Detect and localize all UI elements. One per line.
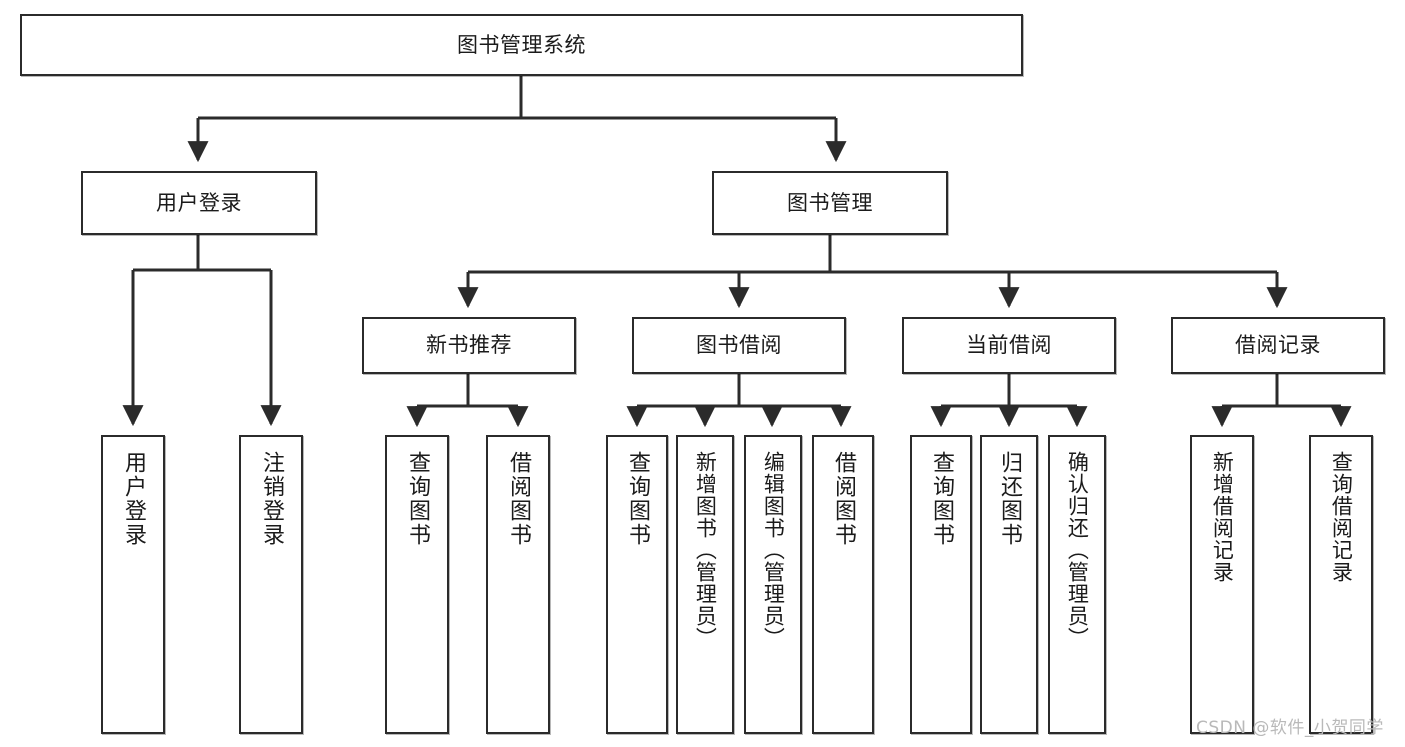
leaf-borrow-book-new-label: 借阅图书 xyxy=(505,451,531,547)
node-book-management-label: 图书管理 xyxy=(787,190,873,215)
node-book-borrow[interactable]: 图书借阅 xyxy=(632,317,846,374)
node-new-book-recommend[interactable]: 新书推荐 xyxy=(362,317,576,374)
node-user-login[interactable]: 用户登录 xyxy=(81,171,317,235)
leaf-borrow-book-label: 借阅图书 xyxy=(830,451,856,547)
leaf-user-login[interactable]: 用户登录 xyxy=(101,435,165,734)
node-book-borrow-label: 图书借阅 xyxy=(696,333,782,358)
node-root[interactable]: 图书管理系统 xyxy=(20,14,1023,76)
node-current-borrow[interactable]: 当前借阅 xyxy=(902,317,1116,374)
leaf-query-book-new-label: 查询图书 xyxy=(404,451,430,547)
leaf-user-logout[interactable]: 注销登录 xyxy=(239,435,303,734)
leaf-user-login-label: 用户登录 xyxy=(120,451,146,547)
leaf-user-logout-label: 注销登录 xyxy=(258,451,284,547)
leaf-confirm-return[interactable]: 确认归还（管理员） xyxy=(1048,435,1106,734)
leaf-add-book[interactable]: 新增图书（管理员） xyxy=(676,435,734,734)
leaf-edit-book-label: 编辑图书（管理员） xyxy=(761,451,786,649)
leaf-confirm-return-label: 确认归还（管理员） xyxy=(1065,451,1090,649)
leaf-query-book-borrow-label: 查询图书 xyxy=(624,451,650,547)
leaf-query-book-borrow[interactable]: 查询图书 xyxy=(606,435,668,734)
leaf-borrow-book[interactable]: 借阅图书 xyxy=(812,435,874,734)
leaf-add-book-label: 新增图书（管理员） xyxy=(693,451,718,649)
leaf-query-book-current-label: 查询图书 xyxy=(928,451,954,547)
node-new-book-recommend-label: 新书推荐 xyxy=(426,333,512,358)
leaf-query-record[interactable]: 查询借阅记录 xyxy=(1309,435,1373,734)
node-borrow-record-label: 借阅记录 xyxy=(1235,333,1321,358)
node-root-label: 图书管理系统 xyxy=(457,32,586,57)
leaf-add-record-label: 新增借阅记录 xyxy=(1210,451,1235,583)
leaf-query-record-label: 查询借阅记录 xyxy=(1329,451,1354,583)
leaf-edit-book[interactable]: 编辑图书（管理员） xyxy=(744,435,802,734)
leaf-add-record[interactable]: 新增借阅记录 xyxy=(1190,435,1254,734)
node-user-login-label: 用户登录 xyxy=(156,190,242,215)
node-book-management[interactable]: 图书管理 xyxy=(712,171,948,235)
leaf-borrow-book-new[interactable]: 借阅图书 xyxy=(486,435,550,734)
leaf-query-book-new[interactable]: 查询图书 xyxy=(385,435,449,734)
leaf-return-book[interactable]: 归还图书 xyxy=(980,435,1038,734)
leaf-query-book-current[interactable]: 查询图书 xyxy=(910,435,972,734)
node-current-borrow-label: 当前借阅 xyxy=(966,333,1052,358)
csdn-watermark: CSDN @软件_小贺同学 xyxy=(1196,718,1384,738)
node-borrow-record[interactable]: 借阅记录 xyxy=(1171,317,1385,374)
leaf-return-book-label: 归还图书 xyxy=(996,451,1022,547)
